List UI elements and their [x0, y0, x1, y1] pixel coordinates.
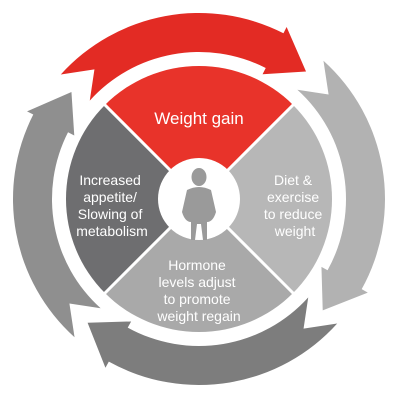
label-weight-gain-line-1: Weight gain: [154, 109, 243, 128]
label-diet-line-2: exercise: [267, 189, 319, 205]
label-hormone-line-1: Hormone: [168, 257, 226, 273]
label-appetite-line-2: appetite/: [83, 189, 137, 205]
arrow-top-segment: [60, 13, 307, 101]
label-hormone-line-4: weight regain: [156, 308, 240, 324]
arrow-right-segment: [297, 60, 385, 311]
label-diet-line-3: to reduce: [264, 206, 323, 222]
arrow-left-segment: [13, 91, 101, 338]
label-hormone-levels: Hormone levels adjust to promote weight …: [156, 257, 240, 324]
arrow-bottom-segment: [87, 297, 338, 385]
outer-arrow-ring: [13, 13, 385, 385]
label-increased-appetite: Increased appetite/ Slowing of metabolis…: [76, 172, 148, 239]
label-hormone-line-2: levels adjust: [159, 274, 236, 290]
label-diet-line-4: weight: [274, 223, 316, 239]
segment-hormone-levels: [104, 199, 294, 333]
label-appetite-line-3: Slowing of: [78, 206, 143, 222]
segment-weight-gain: [104, 65, 294, 199]
label-weight-gain: Weight gain: [154, 109, 243, 128]
label-diet-exercise: Diet & exercise to reduce weight: [264, 172, 326, 239]
segment-increased-appetite: [65, 104, 199, 294]
inner-quadrants: [65, 65, 333, 333]
label-diet-line-1: Diet &: [274, 172, 313, 188]
human-silhouette-icon: [182, 168, 216, 240]
label-appetite-line-1: Increased: [79, 172, 140, 188]
label-hormone-line-3: to promote: [164, 291, 231, 307]
label-appetite-line-4: metabolism: [76, 223, 148, 239]
segment-diet-exercise: [199, 104, 333, 294]
